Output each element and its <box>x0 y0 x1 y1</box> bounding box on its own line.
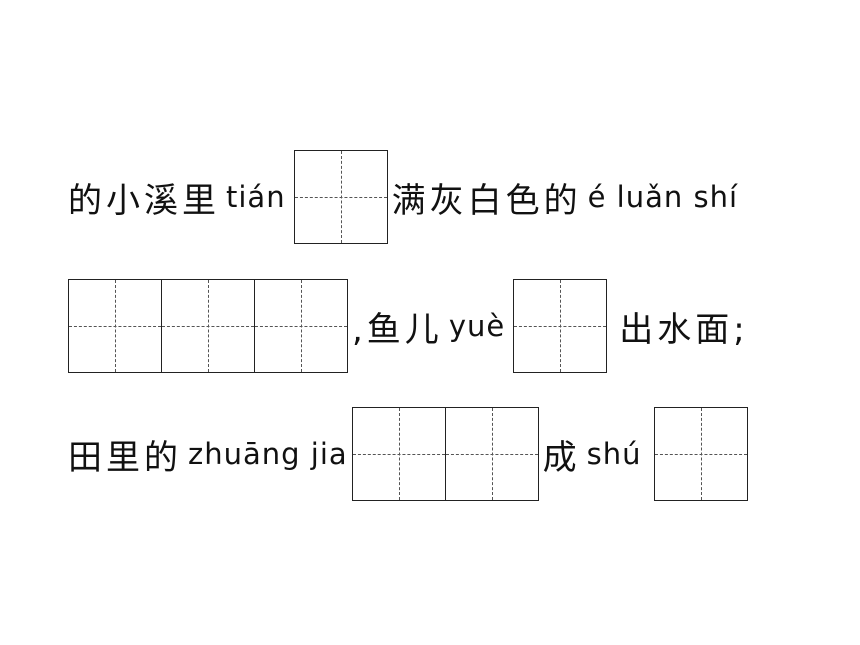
line1-pinyin-a: tián <box>226 180 286 214</box>
line3-text-b: 成 <box>542 437 581 478</box>
answer-grid-yue[interactable] <box>513 279 608 373</box>
line2-text-b: 出水面; <box>619 309 749 350</box>
line3-pinyin-a: zhuāng jia <box>188 437 348 471</box>
sentence-line-3: 田里的 zhuāng jia 成 shú <box>68 407 748 501</box>
line1-text-b: 满灰白色的 <box>391 180 582 221</box>
answer-grid-tian[interactable] <box>293 150 388 244</box>
line2-pinyin-a: yuè <box>448 309 506 343</box>
answer-cell[interactable] <box>254 279 348 373</box>
line3-text-a: 田里的 <box>68 437 182 478</box>
answer-grid-shu[interactable] <box>653 407 748 501</box>
answer-cell[interactable] <box>444 407 539 501</box>
answer-cell[interactable] <box>293 150 388 244</box>
answer-grid-e-luan-shi[interactable] <box>68 279 348 373</box>
answer-cell[interactable] <box>161 279 255 373</box>
answer-cell[interactable] <box>513 279 608 373</box>
answer-cell[interactable] <box>653 407 748 501</box>
line1-text-a: 的小溪里 <box>68 180 220 221</box>
line3-pinyin-b: shú <box>586 437 642 471</box>
answer-grid-zhuang-jia[interactable] <box>351 407 539 501</box>
sentence-line-1: 的小溪里 tián 满灰白色的 é luǎn shí <box>68 150 746 244</box>
line1-pinyin-b: é luǎn shí <box>587 180 739 214</box>
answer-cell[interactable] <box>351 407 446 501</box>
line2-text-a: ,鱼儿 <box>352 309 443 350</box>
answer-cell[interactable] <box>68 279 162 373</box>
sentence-line-2: ,鱼儿 yuè 出水面; <box>68 279 749 373</box>
